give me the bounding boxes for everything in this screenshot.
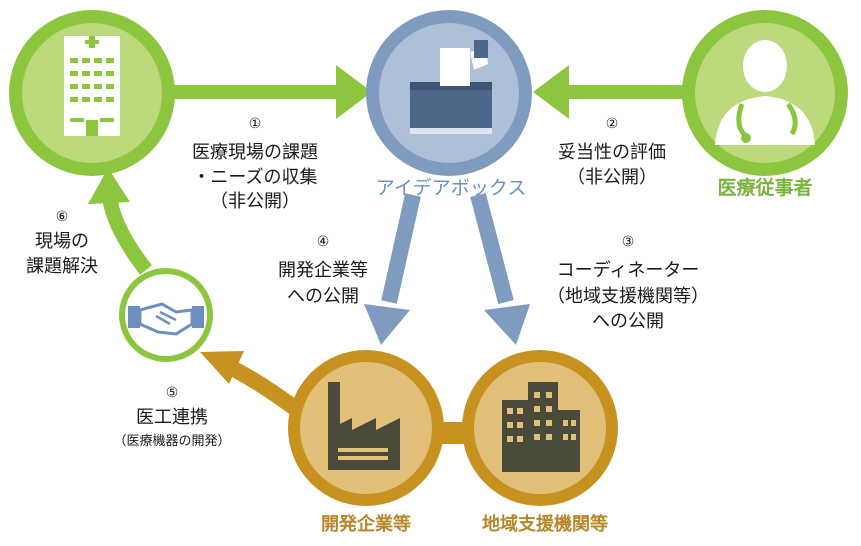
step-5-number: ⑤ xyxy=(166,385,179,401)
handshake-node xyxy=(119,268,213,362)
step-3-line-2: （地域支援機関等） xyxy=(547,286,709,307)
ideabox-label: アイデアボックス xyxy=(376,177,526,199)
office-building-icon xyxy=(502,382,580,472)
ideabox-node xyxy=(366,10,532,176)
step-4-line-2: への公開 xyxy=(287,286,359,307)
arrow-ideabox-to-company xyxy=(364,193,421,345)
hospital-node xyxy=(9,10,175,176)
step-1-line-2: ・ニーズの収集 xyxy=(192,167,317,188)
ballot-box-icon xyxy=(410,40,492,134)
step-3-line-1: コーディネーター xyxy=(557,260,700,281)
step-3: ③ コーディネーター （地域支援機関等） への公開 xyxy=(547,234,709,332)
step-5: ⑤ 医工連携 （医療機器の開発） xyxy=(113,385,230,449)
step-1-number: ① xyxy=(249,116,262,132)
step-5-line-1: 医工連携 xyxy=(136,407,208,428)
step-6: ⑥ 現場の 課題解決 xyxy=(26,209,98,277)
handshake-icon xyxy=(128,302,204,336)
step-6-number: ⑥ xyxy=(56,209,69,225)
arrow-handshake-to-hospital xyxy=(88,168,152,275)
step-1-line-3: （非公開） xyxy=(210,191,300,212)
step-6-line-1: 現場の xyxy=(35,231,89,252)
arrow-ideabox-to-regional xyxy=(470,192,530,345)
arrow-company-to-handshake xyxy=(200,351,305,419)
step-2-number: ② xyxy=(606,116,619,132)
step-2: ② 妥当性の評価 （非公開） xyxy=(558,116,666,188)
company-node xyxy=(288,350,444,506)
regional-node xyxy=(462,350,618,506)
step-4-number: ④ xyxy=(317,234,330,250)
hospital-icon xyxy=(64,36,120,136)
step-1-line-1: 医療現場の課題 xyxy=(192,142,318,163)
doctor-icon xyxy=(715,40,815,145)
regional-label: 地域支援機関等 xyxy=(482,513,608,535)
step-2-line-1: 妥当性の評価 xyxy=(558,142,666,163)
arrow-hospital-to-ideabox xyxy=(160,65,372,119)
step-2-line-2: （非公開） xyxy=(567,167,657,188)
step-3-number: ③ xyxy=(622,234,635,250)
arrow-doctor-to-ideabox xyxy=(533,65,690,119)
step-6-line-2: 課題解決 xyxy=(26,256,98,277)
company-label: 開発企業等 xyxy=(321,513,411,535)
step-4-line-1: 開発企業等 xyxy=(278,260,368,281)
factory-icon xyxy=(328,382,400,470)
step-4: ④ 開発企業等 への公開 xyxy=(278,234,368,307)
step-5-sub: （医療機器の開発） xyxy=(113,434,230,449)
step-1: ① 医療現場の課題 ・ニーズの収集 （非公開） xyxy=(192,116,318,212)
doctor-label: 医療従事者 xyxy=(717,176,812,199)
step-3-line-3: への公開 xyxy=(592,311,664,332)
doctor-node xyxy=(682,10,848,176)
